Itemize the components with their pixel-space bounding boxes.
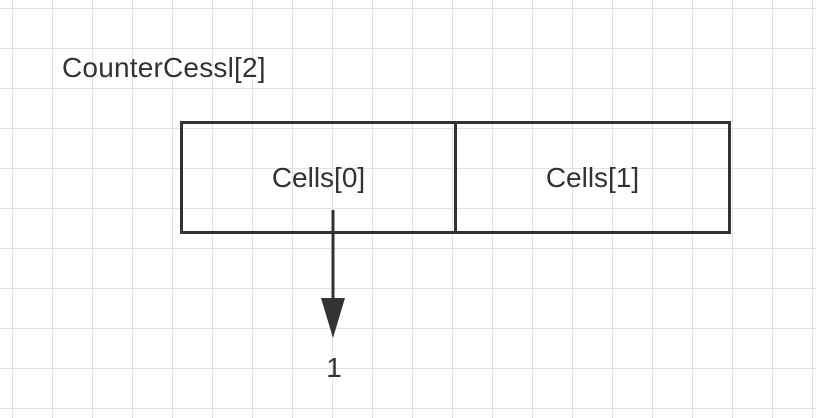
cell-1: Cells[1] [454, 124, 728, 231]
pointer-arrow [321, 210, 345, 338]
array-title: CounterCessl[2] [62, 52, 266, 83]
cell-0: Cells[0] [271, 161, 366, 193]
cells-array: Cells[0] Cells[1] [180, 121, 731, 234]
pointer-value: 1 [326, 352, 342, 383]
